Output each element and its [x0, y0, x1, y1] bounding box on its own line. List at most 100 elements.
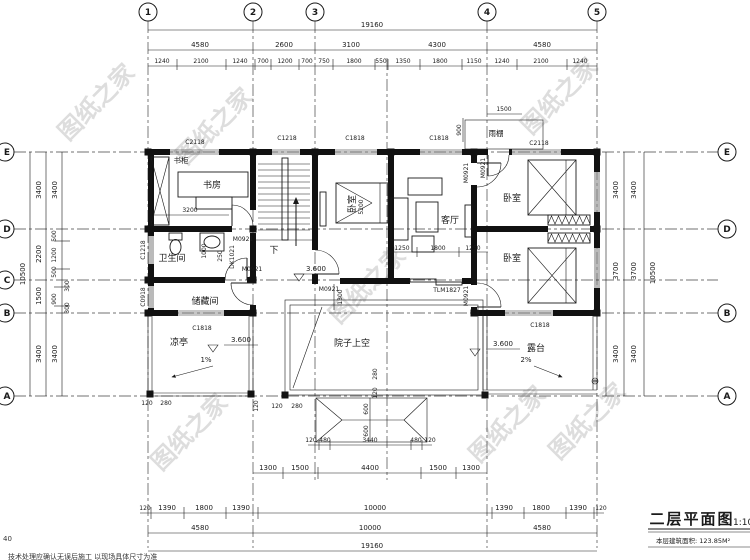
dim-text: 1200 — [277, 58, 292, 65]
dim-text: 1800 — [532, 504, 550, 512]
dim-text: 3400 — [630, 345, 638, 363]
wardrobe — [547, 232, 591, 244]
drain — [591, 377, 599, 385]
window-label: C1818 — [429, 135, 449, 142]
slope-arrow — [171, 365, 214, 378]
sliding-door-panel — [435, 281, 463, 286]
grid-label: E — [4, 148, 10, 158]
dim-text: 280 — [160, 400, 172, 407]
room-label: 院子上空 — [334, 337, 370, 349]
bed — [335, 182, 389, 224]
dim-text: 1240 — [572, 58, 587, 65]
dim-text: 120 — [271, 403, 283, 410]
window-label: C1218 — [277, 135, 297, 142]
dim-text: 1240 — [154, 58, 169, 65]
right-dimensions: 3400 3700 3400 3400 3700 3400 10500 — [612, 181, 657, 363]
dimension-ticks — [54, 59, 595, 519]
dim-text: 3700 — [630, 262, 638, 280]
sofa — [407, 177, 443, 196]
grid-label: D — [723, 225, 730, 235]
room-labels: 书柜 书房 卫生间 储藏间 凉亭 卧室 客厅 卧室 卧室 露台 院子上空 雨棚 … — [158, 128, 545, 354]
dim-text: 2100 — [533, 58, 548, 65]
grid-label: A — [724, 392, 731, 402]
dim-text: 120 — [372, 387, 379, 399]
grid-label: B — [724, 309, 731, 319]
dim-text: 1240 — [494, 58, 509, 65]
dim-text: 1390 — [569, 504, 587, 512]
dim-text: 4580 — [533, 41, 551, 49]
grid-label: 2 — [250, 8, 256, 18]
bottom-dimensions: 120 480 3440 480 120 1300 1500 4400 1500… — [139, 437, 607, 550]
dim-text: 4580 — [191, 41, 209, 49]
slope-text: 1% — [200, 356, 211, 364]
window-label: C2118 — [529, 140, 549, 147]
door-label: M0921 — [463, 286, 470, 307]
room-label: 卧室 — [346, 195, 358, 213]
grid-label: D — [3, 225, 10, 235]
grid-bubble — [587, 2, 607, 22]
dim-text: 2200 — [35, 245, 43, 263]
bed — [527, 247, 577, 304]
grid-label: B — [4, 309, 11, 319]
columns — [144, 148, 601, 399]
dimension-lines — [29, 29, 645, 552]
dim-text: 3400 — [35, 345, 43, 363]
dim-text: 300 — [64, 302, 71, 314]
dim-text: 19160 — [361, 21, 383, 29]
room-label: 书房 — [203, 179, 221, 191]
dim-text: 120 — [595, 505, 607, 512]
dim-text: 1250 — [465, 245, 480, 252]
dim-text: 1800 — [430, 245, 445, 252]
door-label: DK1021 — [229, 245, 236, 269]
room-label: 客厅 — [441, 214, 459, 226]
room-label: 卫生间 — [158, 252, 185, 264]
dim-text: 3400 — [51, 345, 59, 363]
drawing-title: 二层平面图 — [649, 510, 734, 528]
dim-text: 3400 — [51, 181, 59, 199]
dim-text: 2600 — [275, 41, 293, 49]
dim-text: 480 — [410, 437, 422, 444]
dim-text: 600 — [363, 403, 370, 415]
sink — [203, 235, 221, 249]
dim-text: 1250 — [394, 245, 409, 252]
door-label: M0921 — [233, 236, 254, 243]
dim-text: 280 — [372, 368, 379, 380]
bottom-note: 技术处理应确认无误后施工 以现场具体尺寸为准 — [8, 552, 157, 560]
dim-text: 1200 — [51, 247, 58, 262]
dim-text: 1500 — [496, 106, 511, 113]
dim-text: 120 — [141, 400, 153, 407]
window-label: C2118 — [185, 139, 205, 146]
dim-text: 900 — [456, 124, 463, 136]
dim-text: 250 — [217, 250, 224, 262]
dim-text: 1300 — [462, 464, 480, 472]
dim-text: 1350 — [395, 58, 410, 65]
top-dimensions: 19160 4580 2600 3100 4300 4580 1240 2100… — [154, 21, 587, 65]
dim-text: 600 — [363, 425, 370, 437]
room-label: 卧室 — [503, 252, 521, 264]
room-label: 凉亭 — [170, 336, 188, 348]
level-markers: 3.600 3.600 3.600 1% 2% — [171, 265, 563, 378]
dim-text: 500 — [51, 266, 58, 278]
toilet — [169, 239, 182, 255]
dim-text: 10000 — [364, 504, 386, 512]
grid-bubble — [243, 2, 263, 22]
sofa — [390, 197, 409, 241]
opening-labels: C2118 C1218 C1818 C1818 C2118 C1218 C091… — [140, 135, 550, 332]
dim-text: 280 — [291, 403, 303, 410]
staircase — [256, 157, 312, 246]
grid-bubble — [305, 2, 325, 22]
sink-counter — [199, 232, 225, 252]
bookcase — [150, 156, 170, 226]
room-label: 雨棚 — [489, 128, 504, 138]
dim-text: 500 — [51, 230, 58, 242]
grid-label: A — [4, 392, 11, 402]
grid-label: C — [4, 276, 11, 286]
dim-text: 3400 — [612, 345, 620, 363]
room-label: 露台 — [527, 342, 545, 354]
dim-text: 10500 — [19, 263, 27, 285]
dim-text: 10500 — [649, 262, 657, 284]
dim-text: 10000 — [359, 524, 381, 532]
dim-text: 1390 — [495, 504, 513, 512]
slope-arrow — [533, 365, 563, 378]
